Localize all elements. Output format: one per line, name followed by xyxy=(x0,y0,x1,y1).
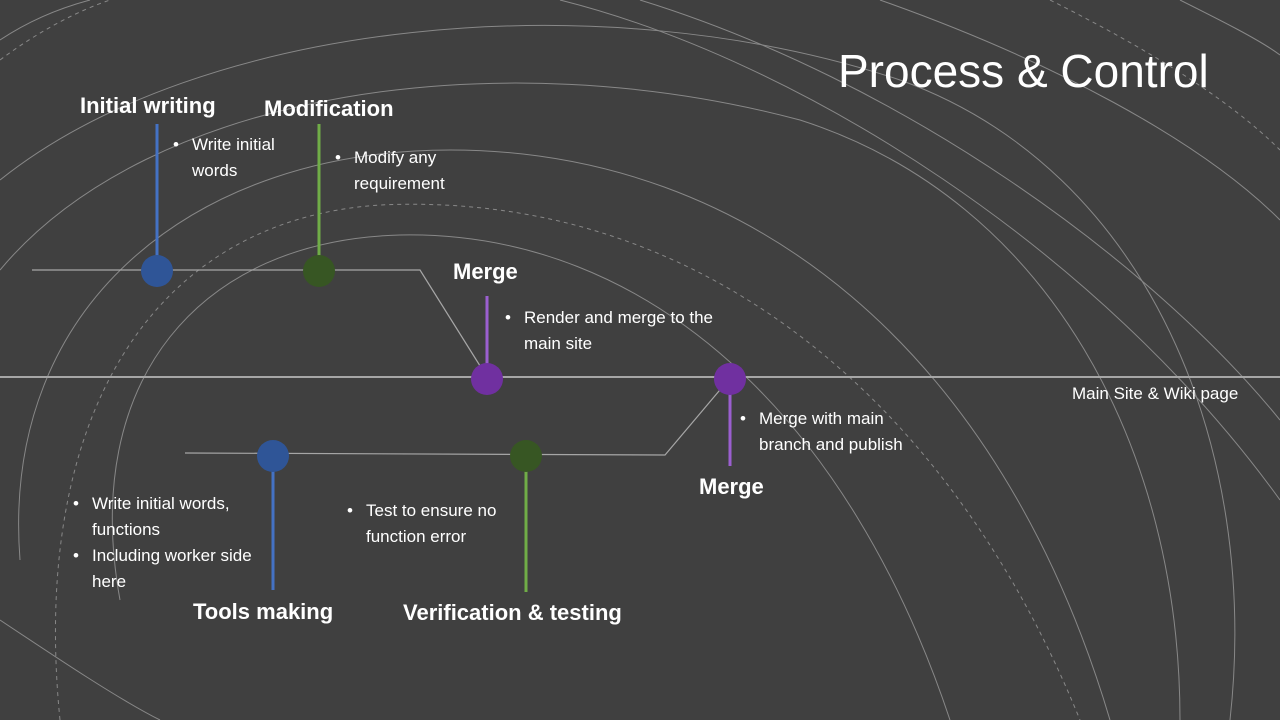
stage-modification: Modification xyxy=(264,96,394,121)
initial-writing-node xyxy=(141,255,173,287)
merge-top-bullets: Render and merge to the main site xyxy=(505,305,715,357)
merge-bottom-node xyxy=(714,363,746,395)
stage-initial-writing: Initial writing xyxy=(80,93,216,118)
modification-bullets: Modify any requirement xyxy=(335,145,485,197)
bullet: Render and merge to the main site xyxy=(505,305,715,357)
modification-node xyxy=(303,255,335,287)
verification-node xyxy=(510,440,542,472)
bullet: Modify any requirement xyxy=(335,145,485,197)
tools-making-bullets: Write initial words, functions Including… xyxy=(73,491,268,595)
main-line-label: Main Site & Wiki page xyxy=(1072,384,1239,403)
tools-making-node xyxy=(257,440,289,472)
top-branch-line xyxy=(32,269,488,378)
stage-merge-bottom: Merge xyxy=(699,474,764,499)
slide-title: Process & Control xyxy=(838,45,1209,97)
stage-merge-top: Merge xyxy=(453,259,518,284)
bullet: Write initial words, functions xyxy=(73,491,268,543)
bullet: Test to ensure no function error xyxy=(347,498,522,550)
verification-bullets: Test to ensure no function error xyxy=(347,498,522,550)
stage-verification: Verification & testing xyxy=(403,600,622,625)
bullet: Including worker side here xyxy=(73,543,268,595)
merge-bottom-bullets: Merge with main branch and publish xyxy=(740,406,940,458)
stage-tools-making: Tools making xyxy=(193,599,334,624)
bullet: Merge with main branch and publish xyxy=(740,406,940,458)
bullet: Write initial words xyxy=(173,132,313,184)
bottom-branch-line xyxy=(184,377,731,456)
initial-writing-bullets: Write initial words xyxy=(173,132,313,184)
merge-top-node xyxy=(471,363,503,395)
